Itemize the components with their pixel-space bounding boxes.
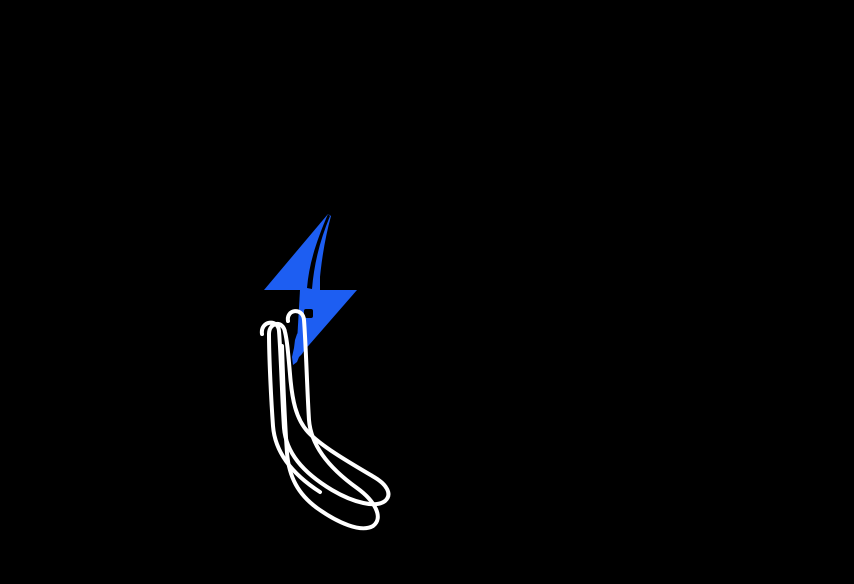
- porthole-square: [304, 309, 313, 318]
- sail-dark-gap: [307, 214, 330, 289]
- boot-outline-front: [280, 309, 380, 531]
- sail-curve-sliver: [310, 214, 331, 288]
- white-boots-group: [259, 309, 391, 531]
- jagged-tail-strip: [292, 330, 305, 365]
- lower-hull-triangle: [296, 290, 357, 360]
- blue-sail-group: [264, 214, 357, 365]
